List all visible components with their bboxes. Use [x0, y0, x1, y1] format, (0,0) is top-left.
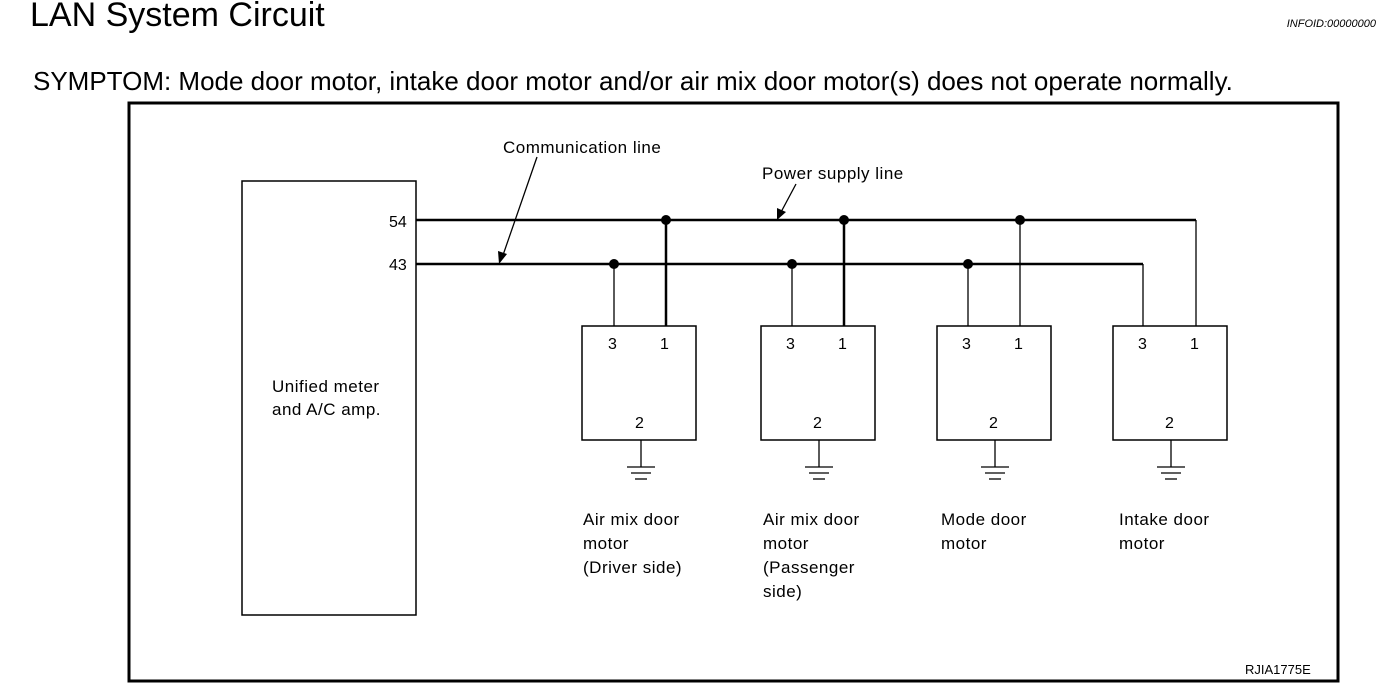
power-junction-dot — [839, 215, 849, 225]
terminal-54-label: 54 — [389, 214, 407, 231]
communication-line-label: Communication line — [503, 138, 661, 157]
comm-junction-dot — [963, 259, 973, 269]
comm-junction-dot — [609, 259, 619, 269]
communication-line-arrowhead — [498, 251, 507, 264]
ground-symbol — [627, 440, 655, 480]
ground-symbol — [1157, 440, 1185, 480]
motor-box — [936, 325, 1052, 441]
power-supply-line-pointer — [779, 183, 797, 215]
pin-2-label: 2 — [813, 415, 822, 432]
motor-box — [760, 325, 876, 441]
motor-label-line-3: (Driver side) — [583, 558, 682, 577]
motor-intake-door: 3 1 2 Intake door motor — [1112, 220, 1228, 553]
motor-label-line-2: motor — [1119, 534, 1165, 553]
pin-2-label: 2 — [1165, 415, 1174, 432]
pin-1-label: 1 — [1190, 336, 1199, 353]
amp-label-line-1: Unified meter — [272, 377, 380, 396]
power-junction-dot — [1015, 215, 1025, 225]
motor-label-line-2: motor — [941, 534, 987, 553]
pin-1-label: 1 — [1014, 336, 1023, 353]
motor-label-line-4: side) — [763, 582, 802, 601]
comm-junction-dot — [787, 259, 797, 269]
pin-3-label: 3 — [1138, 336, 1147, 353]
motor-air-mix-passenger: 3 1 2 Air mix door motor (Passenger side… — [760, 215, 876, 601]
communication-line-pointer — [501, 156, 538, 259]
diagram-frame — [127, 101, 1340, 683]
amp-box — [241, 180, 417, 616]
info-id: INFOID:00000000 — [1286, 18, 1376, 30]
motor-label-line-1: Air mix door — [763, 510, 860, 529]
pin-1-label: 1 — [838, 336, 847, 353]
power-supply-line-arrowhead — [777, 208, 786, 220]
symptom-text: SYMPTOM: Mode door motor, intake door mo… — [33, 66, 1233, 96]
ground-symbol — [981, 440, 1009, 480]
power-junction-dot — [661, 215, 671, 225]
figure-code: RJIA1775E — [1245, 662, 1311, 677]
motor-label-line-2: motor — [763, 534, 809, 553]
motor-mode-door: 3 1 2 Mode door motor — [936, 215, 1052, 553]
motor-label-line-1: Air mix door — [583, 510, 680, 529]
pin-2-label: 2 — [989, 415, 998, 432]
pin-3-label: 3 — [962, 336, 971, 353]
power-supply-line-label: Power supply line — [762, 164, 904, 183]
amp-label-line-2: and A/C amp. — [272, 400, 381, 419]
motor-box — [581, 325, 697, 441]
amp-unit: Unified meter and A/C amp. 54 43 — [241, 180, 417, 616]
motor-label-line-1: Intake door — [1119, 510, 1210, 529]
page-title: LAN System Circuit — [30, 0, 325, 34]
ground-symbol — [805, 440, 833, 480]
pin-3-label: 3 — [608, 336, 617, 353]
pin-3-label: 3 — [786, 336, 795, 353]
motor-box — [1112, 325, 1228, 441]
pin-1-label: 1 — [660, 336, 669, 353]
motor-label-line-3: (Passenger — [763, 558, 855, 577]
motor-air-mix-driver: 3 1 2 Air mix door motor (Driver side) — [581, 215, 697, 577]
pin-2-label: 2 — [635, 415, 644, 432]
motor-label-line-1: Mode door — [941, 510, 1027, 529]
motor-label-line-2: motor — [583, 534, 629, 553]
terminal-43-label: 43 — [389, 257, 407, 274]
